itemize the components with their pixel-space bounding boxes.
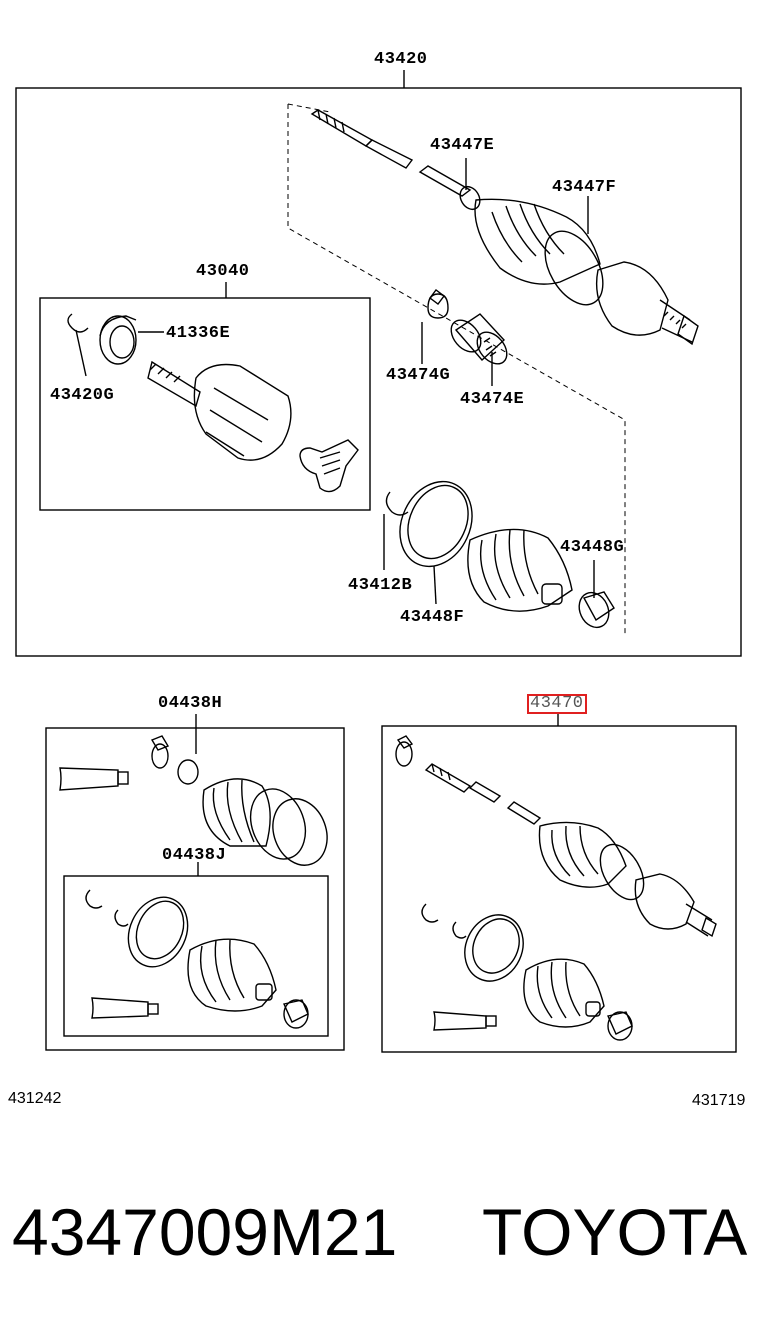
dashed-outline [287, 103, 626, 636]
label-04438J: 04438J [162, 846, 227, 865]
label-43040: 43040 [196, 262, 250, 281]
boot-clamp-icon [150, 735, 170, 769]
label-43447E: 43447E [430, 136, 495, 155]
illustration-code-right: 431719 [692, 1092, 746, 1109]
label-43447F: 43447F [552, 178, 617, 197]
label-43474E: 43474E [460, 390, 525, 409]
shaft-assembly-box [381, 725, 737, 1053]
label-41336E: 41336E [166, 324, 231, 343]
brand-name: TOYOTA [482, 1195, 748, 1269]
label-43470-highlighted[interactable]: 43470 [527, 694, 587, 714]
label-43474G: 43474G [386, 366, 451, 385]
inner-boot-icon [187, 938, 277, 1012]
grease-tube-icon [433, 1011, 497, 1031]
illustration-code-left: 431242 [8, 1090, 62, 1107]
label-43448G: 43448G [560, 538, 625, 557]
part-number: 4347009M21 [12, 1195, 398, 1269]
seal-ring-icon [177, 759, 199, 785]
label-43420G: 43420G [50, 386, 115, 405]
main-frame [15, 87, 742, 657]
boot-clamp-icon [395, 735, 414, 767]
drive-shaft-icon [310, 109, 699, 346]
inner-kit-box [63, 875, 329, 1037]
boot-band-icon [464, 914, 524, 982]
boot-clamp-icon [607, 1011, 633, 1041]
label-43412B: 43412B [348, 576, 413, 595]
outer-boot-icon [202, 778, 328, 866]
label-43448F: 43448F [400, 608, 465, 627]
label-04438H: 04438H [158, 694, 223, 713]
bushing-icon [450, 313, 508, 365]
drive-shaft-icon [424, 763, 717, 938]
inner-boot-icon [523, 958, 605, 1028]
clamp-icon [427, 289, 449, 319]
inboard-joint-icon [147, 360, 292, 461]
grease-tube-icon [91, 997, 159, 1019]
boot-band-icon [399, 480, 473, 568]
tripod-icon [299, 439, 359, 493]
snap-ring-icon [67, 313, 89, 333]
boot-kit-box [45, 727, 345, 1051]
seal-ring-icon [99, 315, 137, 365]
label-43420: 43420 [374, 50, 428, 69]
boot-clamp-icon [578, 591, 615, 629]
grease-tube-icon [59, 767, 129, 791]
snap-ring-icon [421, 903, 467, 939]
boot-band-icon [127, 896, 189, 968]
boot-clamp-icon [283, 999, 309, 1029]
inner-boot-icon [467, 528, 573, 612]
inboard-joint-box [39, 297, 371, 511]
snap-ring-icon [85, 889, 129, 927]
